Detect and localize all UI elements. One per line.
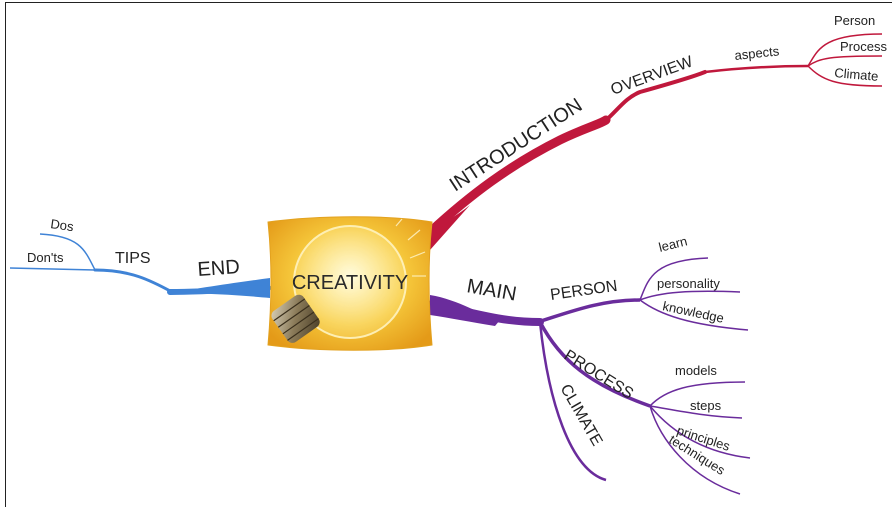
- tips-donts-label: Don'ts: [27, 250, 64, 265]
- aspect-process-label: Process: [840, 39, 887, 54]
- tips-dos-line: [39, 233, 96, 271]
- introduction-connector: [428, 205, 470, 250]
- aspects-label: aspects: [734, 43, 781, 63]
- branch-end: END TIPS Dos Don'ts: [9, 216, 271, 298]
- climate-line: [538, 321, 607, 482]
- person-line: [537, 298, 641, 324]
- person-knowledge-line: [639, 299, 749, 331]
- aspects-climate-line: [807, 65, 883, 87]
- branch-main: MAIN PERSON learn personality knowledge …: [428, 233, 751, 495]
- overview-label: OVERVIEW: [609, 53, 696, 99]
- tips-dos-label: Dos: [50, 216, 75, 234]
- process-steps-label: steps: [690, 398, 722, 413]
- process-techniques-line: [649, 405, 741, 495]
- person-label: PERSON: [549, 278, 618, 304]
- person-learn-label: learn: [657, 233, 689, 255]
- process-principles-line: [649, 405, 751, 459]
- branch-introduction: INTRODUCTION OVERVIEW aspects Person Pro…: [425, 13, 887, 250]
- introduction-line: [425, 115, 611, 237]
- introduction-label: INTRODUCTION: [446, 94, 587, 196]
- aspects-person-line: [807, 33, 883, 67]
- aspects-process-line: [807, 55, 883, 67]
- center-node[interactable]: CREATIVITY: [267, 216, 433, 351]
- tips-line: [93, 268, 174, 294]
- tips-label: TIPS: [115, 250, 151, 267]
- lightbulb-icon: [271, 218, 426, 343]
- process-models-line: [649, 381, 746, 407]
- image-frame: [5, 2, 892, 507]
- process-line: [538, 321, 651, 408]
- person-personality-line: [639, 290, 741, 301]
- bulb-screw-base: [271, 294, 320, 343]
- aspect-person-label: Person: [834, 13, 875, 28]
- aspect-climate-label: Climate: [834, 65, 879, 84]
- tips-donts-line: [9, 267, 96, 271]
- main-line: [428, 300, 544, 326]
- person-personality-label: personality: [657, 276, 720, 291]
- process-models-label: models: [675, 363, 717, 378]
- process-steps-line: [649, 405, 743, 419]
- end-label: END: [197, 256, 241, 281]
- climate-label: CLIMATE: [557, 382, 606, 450]
- overview-line: [602, 70, 707, 124]
- main-label: MAIN: [465, 275, 518, 305]
- center-label: CREATIVITY: [292, 272, 408, 294]
- person-learn-line: [639, 257, 709, 301]
- end-line: [167, 285, 271, 295]
- aspects-line: [704, 64, 809, 74]
